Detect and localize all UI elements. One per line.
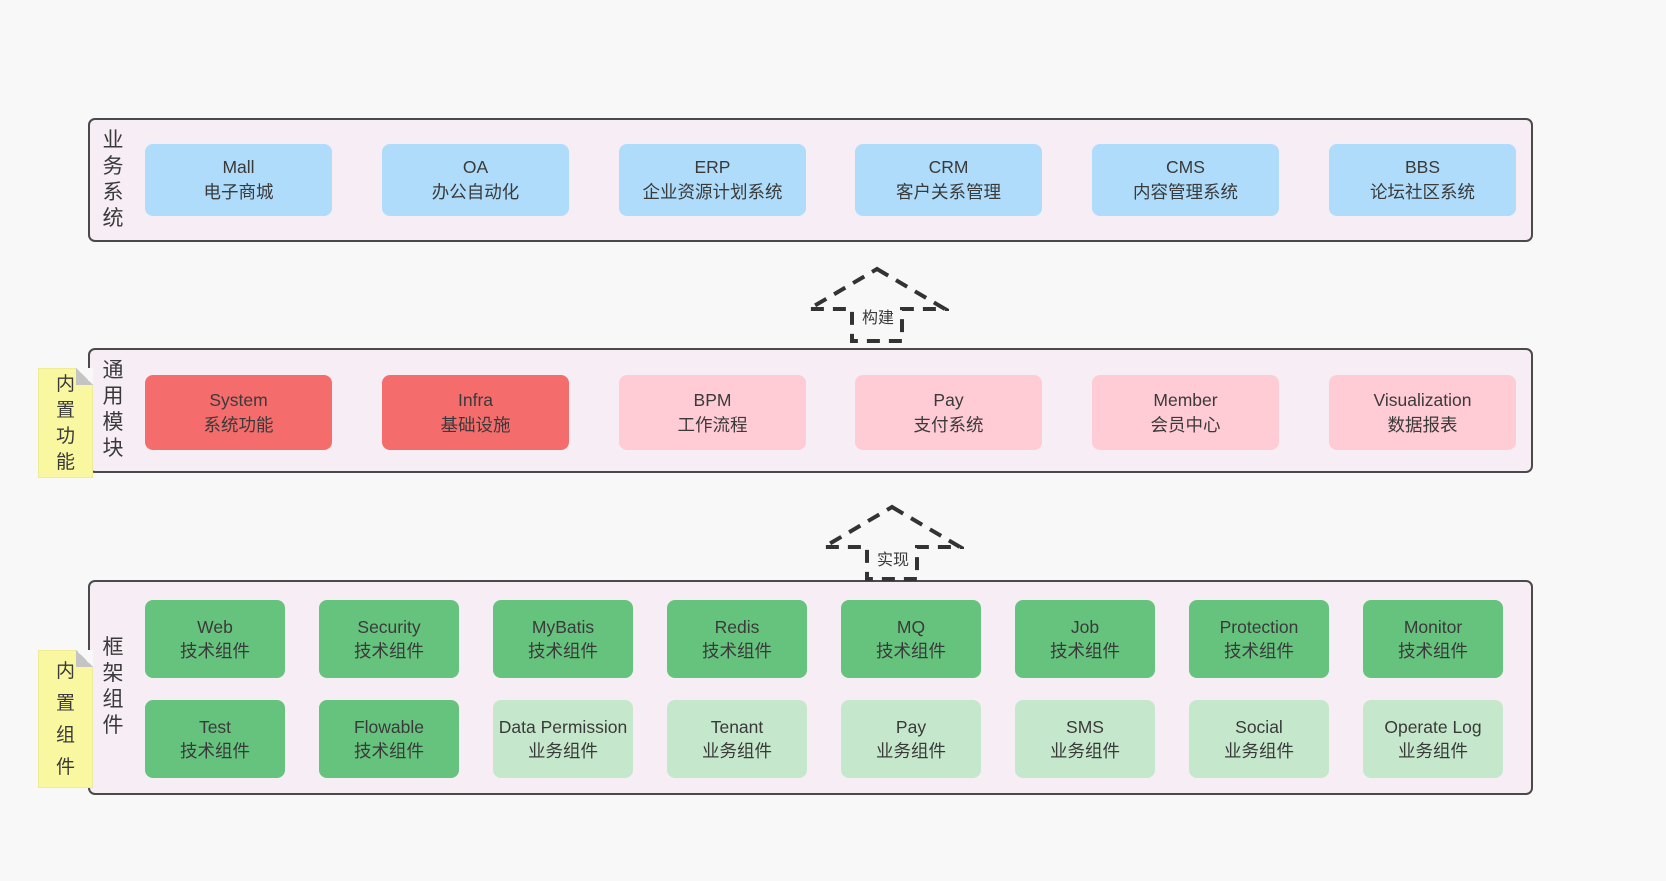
box-name: Infra <box>457 389 494 410</box>
component-box-tenant: Tenant 业务组件 <box>667 700 807 778</box>
component-box-mybatis: MyBatis 技术组件 <box>493 600 633 678</box>
framework-components-label: 框架组件 <box>102 636 124 737</box>
component-box-redis: Redis 技术组件 <box>667 600 807 678</box>
module-box-visualization: Visualization 数据报表 <box>1329 375 1516 450</box>
component-box-test: Test 技术组件 <box>145 700 285 778</box>
sticky-text: 内置功能 <box>55 374 75 473</box>
component-box-social: Social 业务组件 <box>1189 700 1329 778</box>
box-desc: 技术组件 <box>354 641 424 661</box>
box-name: Monitor <box>1403 617 1463 637</box>
sticky-text: 内置组件 <box>55 661 75 778</box>
box-desc: 技术组件 <box>180 641 250 661</box>
box-desc: 电子商城 <box>203 182 274 202</box>
build-arrow-icon <box>801 266 953 349</box>
box-desc: 技术组件 <box>1398 641 1468 661</box>
box-desc: 论坛社区系统 <box>1370 182 1475 202</box>
box-desc: 技术组件 <box>1224 641 1294 661</box>
box-desc: 支付系统 <box>913 414 984 435</box>
box-desc: 技术组件 <box>180 741 250 761</box>
box-name: Protection <box>1219 617 1299 637</box>
component-box-monitor: Monitor 技术组件 <box>1363 600 1503 678</box>
module-box-infra: Infra 基础设施 <box>382 375 569 450</box>
business-systems-label: 业务系统 <box>102 129 124 230</box>
business-box-erp: ERP 企业资源计划系统 <box>619 144 806 216</box>
component-box-protection: Protection 技术组件 <box>1189 600 1329 678</box>
business-box-mall: Mall 电子商城 <box>145 144 332 216</box>
box-name: Web <box>197 617 233 637</box>
implement-arrow-icon <box>816 504 968 587</box>
box-desc: 技术组件 <box>1050 641 1120 661</box>
folded-corner-icon <box>76 368 93 385</box>
common-modules-label: 通用模块 <box>102 359 124 460</box>
business-box-cms: CMS 内容管理系统 <box>1092 144 1279 216</box>
box-name: Operate Log <box>1384 717 1482 737</box>
module-box-bpm: BPM 工作流程 <box>619 375 806 450</box>
module-box-system: System 系统功能 <box>145 375 332 450</box>
component-box-security: Security 技术组件 <box>319 600 459 678</box>
box-name: SMS <box>1066 717 1104 737</box>
box-name: Tenant <box>710 717 764 737</box>
box-desc: 技术组件 <box>354 741 424 761</box>
box-name: Visualization <box>1373 389 1472 410</box>
box-name: Flowable <box>353 717 425 737</box>
box-desc: 内容管理系统 <box>1133 182 1238 202</box>
box-desc: 系统功能 <box>203 414 274 435</box>
box-desc: 业务组件 <box>702 741 772 761</box>
box-desc: 技术组件 <box>702 641 772 661</box>
component-box-sms: SMS 业务组件 <box>1015 700 1155 778</box>
business-box-oa: OA 办公自动化 <box>382 144 569 216</box>
box-desc: 企业资源计划系统 <box>642 182 783 202</box>
box-desc: 数据报表 <box>1387 414 1458 435</box>
box-desc: 会员中心 <box>1150 414 1221 435</box>
box-desc: 工作流程 <box>677 414 748 435</box>
box-desc: 业务组件 <box>528 741 598 761</box>
business-box-bbs: BBS 论坛社区系统 <box>1329 144 1516 216</box>
component-box-flowable: Flowable 技术组件 <box>319 700 459 778</box>
box-name: Mall <box>222 157 255 177</box>
box-desc: 基础设施 <box>440 414 511 435</box>
box-name: Job <box>1070 617 1100 637</box>
box-name: OA <box>462 157 489 177</box>
module-box-member: Member 会员中心 <box>1092 375 1279 450</box>
component-box-mq: MQ 技术组件 <box>841 600 981 678</box>
box-desc: 业务组件 <box>876 741 946 761</box>
box-name: Member <box>1153 389 1218 410</box>
component-box-web: Web 技术组件 <box>145 600 285 678</box>
box-desc: 技术组件 <box>876 641 946 661</box>
folded-corner-icon <box>76 650 93 667</box>
builtin-components-sticky: 内置组件 <box>38 650 93 788</box>
box-desc: 办公自动化 <box>431 182 520 202</box>
builtin-features-sticky: 内置功能 <box>38 368 93 478</box>
box-desc: 业务组件 <box>1224 741 1294 761</box>
box-name: CMS <box>1166 157 1205 177</box>
implement-arrow-label: 实现 <box>873 550 913 572</box>
box-name: Test <box>198 717 232 737</box>
box-name: MQ <box>896 617 926 637</box>
business-box-crm: CRM 客户关系管理 <box>855 144 1042 216</box>
component-box-data-permission: Data Permission 业务组件 <box>493 700 633 778</box>
box-name: Pay <box>933 389 964 410</box>
box-desc: 客户关系管理 <box>896 182 1001 202</box>
box-name: ERP <box>694 157 731 177</box>
box-desc: 业务组件 <box>1398 741 1468 761</box>
component-box-job: Job 技术组件 <box>1015 600 1155 678</box>
box-name: Data Permission <box>498 717 628 737</box>
component-box-pay: Pay 业务组件 <box>841 700 981 778</box>
box-name: Security <box>357 617 421 637</box>
box-name: BBS <box>1404 157 1441 177</box>
box-name: Pay <box>895 717 927 737</box>
box-desc: 技术组件 <box>528 641 598 661</box>
box-name: CRM <box>928 157 969 177</box>
box-name: Social <box>1235 717 1283 737</box>
box-name: Redis <box>714 617 760 637</box>
box-name: MyBatis <box>531 617 595 637</box>
box-name: BPM <box>693 389 732 410</box>
build-arrow-label: 构建 <box>858 308 898 330</box>
box-name: System <box>209 389 268 410</box>
box-desc: 业务组件 <box>1050 741 1120 761</box>
module-box-pay: Pay 支付系统 <box>855 375 1042 450</box>
component-box-operate-log: Operate Log 业务组件 <box>1363 700 1503 778</box>
